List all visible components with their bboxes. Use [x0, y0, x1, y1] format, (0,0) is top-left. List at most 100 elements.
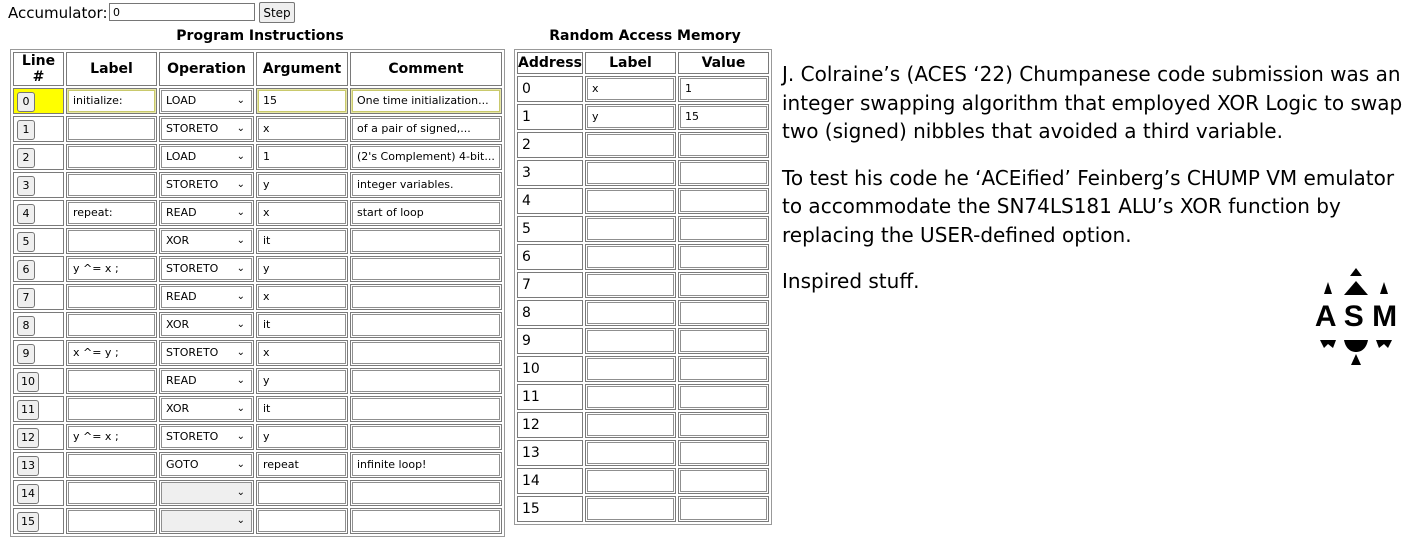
- line-button[interactable]: 9: [17, 344, 35, 364]
- ram-value-input[interactable]: [679, 246, 767, 268]
- ram-label-input[interactable]: [586, 134, 674, 156]
- ram-value-input[interactable]: [679, 386, 767, 408]
- comment-input[interactable]: [352, 370, 500, 392]
- line-button[interactable]: 13: [17, 456, 39, 476]
- label-input[interactable]: repeat:: [68, 202, 155, 224]
- ram-label-input[interactable]: [586, 386, 674, 408]
- ram-value-input[interactable]: [679, 442, 767, 464]
- ram-value-input[interactable]: [679, 498, 767, 520]
- ram-value-input[interactable]: [679, 134, 767, 156]
- argument-input[interactable]: x: [258, 202, 346, 224]
- ram-label-input[interactable]: [586, 274, 674, 296]
- argument-input[interactable]: [258, 482, 346, 504]
- ram-label-input[interactable]: [586, 246, 674, 268]
- operation-select[interactable]: LOAD ⌄: [161, 146, 252, 168]
- argument-input[interactable]: x: [258, 286, 346, 308]
- comment-input[interactable]: One time initialization...: [351, 89, 501, 113]
- line-button[interactable]: 1: [17, 120, 35, 140]
- label-input[interactable]: [68, 314, 155, 336]
- operation-select[interactable]: READ ⌄: [161, 286, 252, 308]
- ram-value-input[interactable]: [679, 330, 767, 352]
- argument-input[interactable]: x: [258, 342, 346, 364]
- comment-input[interactable]: [352, 482, 500, 504]
- label-input[interactable]: y ^= x ;: [68, 258, 155, 280]
- ram-label-input[interactable]: x: [586, 78, 674, 100]
- operation-select[interactable]: ⌄: [161, 482, 252, 504]
- line-button[interactable]: 6: [17, 260, 35, 280]
- accumulator-input[interactable]: [109, 3, 255, 21]
- comment-input[interactable]: of a pair of signed,...: [352, 118, 500, 140]
- argument-input[interactable]: repeat: [258, 454, 346, 476]
- ram-label-input[interactable]: [586, 190, 674, 212]
- comment-input[interactable]: start of loop: [352, 202, 500, 224]
- ram-value-input[interactable]: [679, 470, 767, 492]
- comment-input[interactable]: [352, 314, 500, 336]
- label-input[interactable]: [68, 118, 155, 140]
- argument-input[interactable]: x: [258, 118, 346, 140]
- operation-select[interactable]: READ ⌄: [161, 370, 252, 392]
- comment-input[interactable]: [352, 426, 500, 448]
- line-button[interactable]: 3: [17, 176, 35, 196]
- line-button[interactable]: 11: [17, 400, 39, 420]
- line-button[interactable]: 10: [17, 372, 39, 392]
- label-input[interactable]: [68, 146, 155, 168]
- operation-select[interactable]: STORETO ⌄: [161, 342, 252, 364]
- ram-value-input[interactable]: [679, 274, 767, 296]
- ram-value-input[interactable]: 1: [679, 78, 767, 100]
- comment-input[interactable]: [352, 286, 500, 308]
- operation-select[interactable]: READ ⌄: [161, 202, 252, 224]
- line-button[interactable]: 14: [17, 484, 39, 504]
- ram-label-input[interactable]: [586, 442, 674, 464]
- label-input[interactable]: initialize:: [67, 89, 156, 113]
- label-input[interactable]: [68, 454, 155, 476]
- ram-value-input[interactable]: [679, 302, 767, 324]
- ram-label-input[interactable]: [586, 414, 674, 436]
- ram-label-input[interactable]: [586, 498, 674, 520]
- argument-input[interactable]: 15: [257, 89, 347, 113]
- ram-value-input[interactable]: [679, 162, 767, 184]
- ram-label-input[interactable]: [586, 162, 674, 184]
- label-input[interactable]: [68, 230, 155, 252]
- comment-input[interactable]: [352, 258, 500, 280]
- line-button[interactable]: 15: [17, 512, 39, 532]
- operation-select[interactable]: STORETO ⌄: [161, 258, 252, 280]
- argument-input[interactable]: 1: [258, 146, 346, 168]
- operation-select[interactable]: STORETO ⌄: [161, 118, 252, 140]
- label-input[interactable]: y ^= x ;: [68, 426, 155, 448]
- line-button[interactable]: 12: [17, 428, 39, 448]
- ram-label-input[interactable]: [586, 330, 674, 352]
- label-input[interactable]: [68, 370, 155, 392]
- ram-value-input[interactable]: [679, 190, 767, 212]
- label-input[interactable]: [68, 174, 155, 196]
- operation-select[interactable]: XOR ⌄: [161, 398, 252, 420]
- argument-input[interactable]: y: [258, 370, 346, 392]
- line-button[interactable]: 4: [17, 204, 35, 224]
- ram-value-input[interactable]: [679, 414, 767, 436]
- comment-input[interactable]: [352, 230, 500, 252]
- operation-select[interactable]: STORETO ⌄: [161, 426, 252, 448]
- comment-input[interactable]: integer variables.: [352, 174, 500, 196]
- argument-input[interactable]: y: [258, 174, 346, 196]
- argument-input[interactable]: it: [258, 314, 346, 336]
- label-input[interactable]: [68, 286, 155, 308]
- ram-label-input[interactable]: [586, 358, 674, 380]
- step-button[interactable]: Step: [259, 2, 295, 23]
- operation-select[interactable]: GOTO ⌄: [161, 454, 252, 476]
- operation-select[interactable]: XOR ⌄: [161, 230, 252, 252]
- comment-input[interactable]: [352, 342, 500, 364]
- argument-input[interactable]: it: [258, 230, 346, 252]
- line-button[interactable]: 8: [17, 316, 35, 336]
- comment-input[interactable]: infinite loop!: [352, 454, 500, 476]
- ram-label-input[interactable]: y: [586, 106, 674, 128]
- ram-label-input[interactable]: [586, 218, 674, 240]
- line-button[interactable]: 2: [17, 148, 35, 168]
- operation-select[interactable]: STORETO ⌄: [161, 174, 252, 196]
- argument-input[interactable]: it: [258, 398, 346, 420]
- comment-input[interactable]: [352, 398, 500, 420]
- label-input[interactable]: [68, 482, 155, 504]
- line-button[interactable]: 0: [17, 92, 35, 112]
- argument-input[interactable]: y: [258, 426, 346, 448]
- label-input[interactable]: [68, 398, 155, 420]
- ram-value-input[interactable]: [679, 358, 767, 380]
- ram-value-input[interactable]: 15: [679, 106, 767, 128]
